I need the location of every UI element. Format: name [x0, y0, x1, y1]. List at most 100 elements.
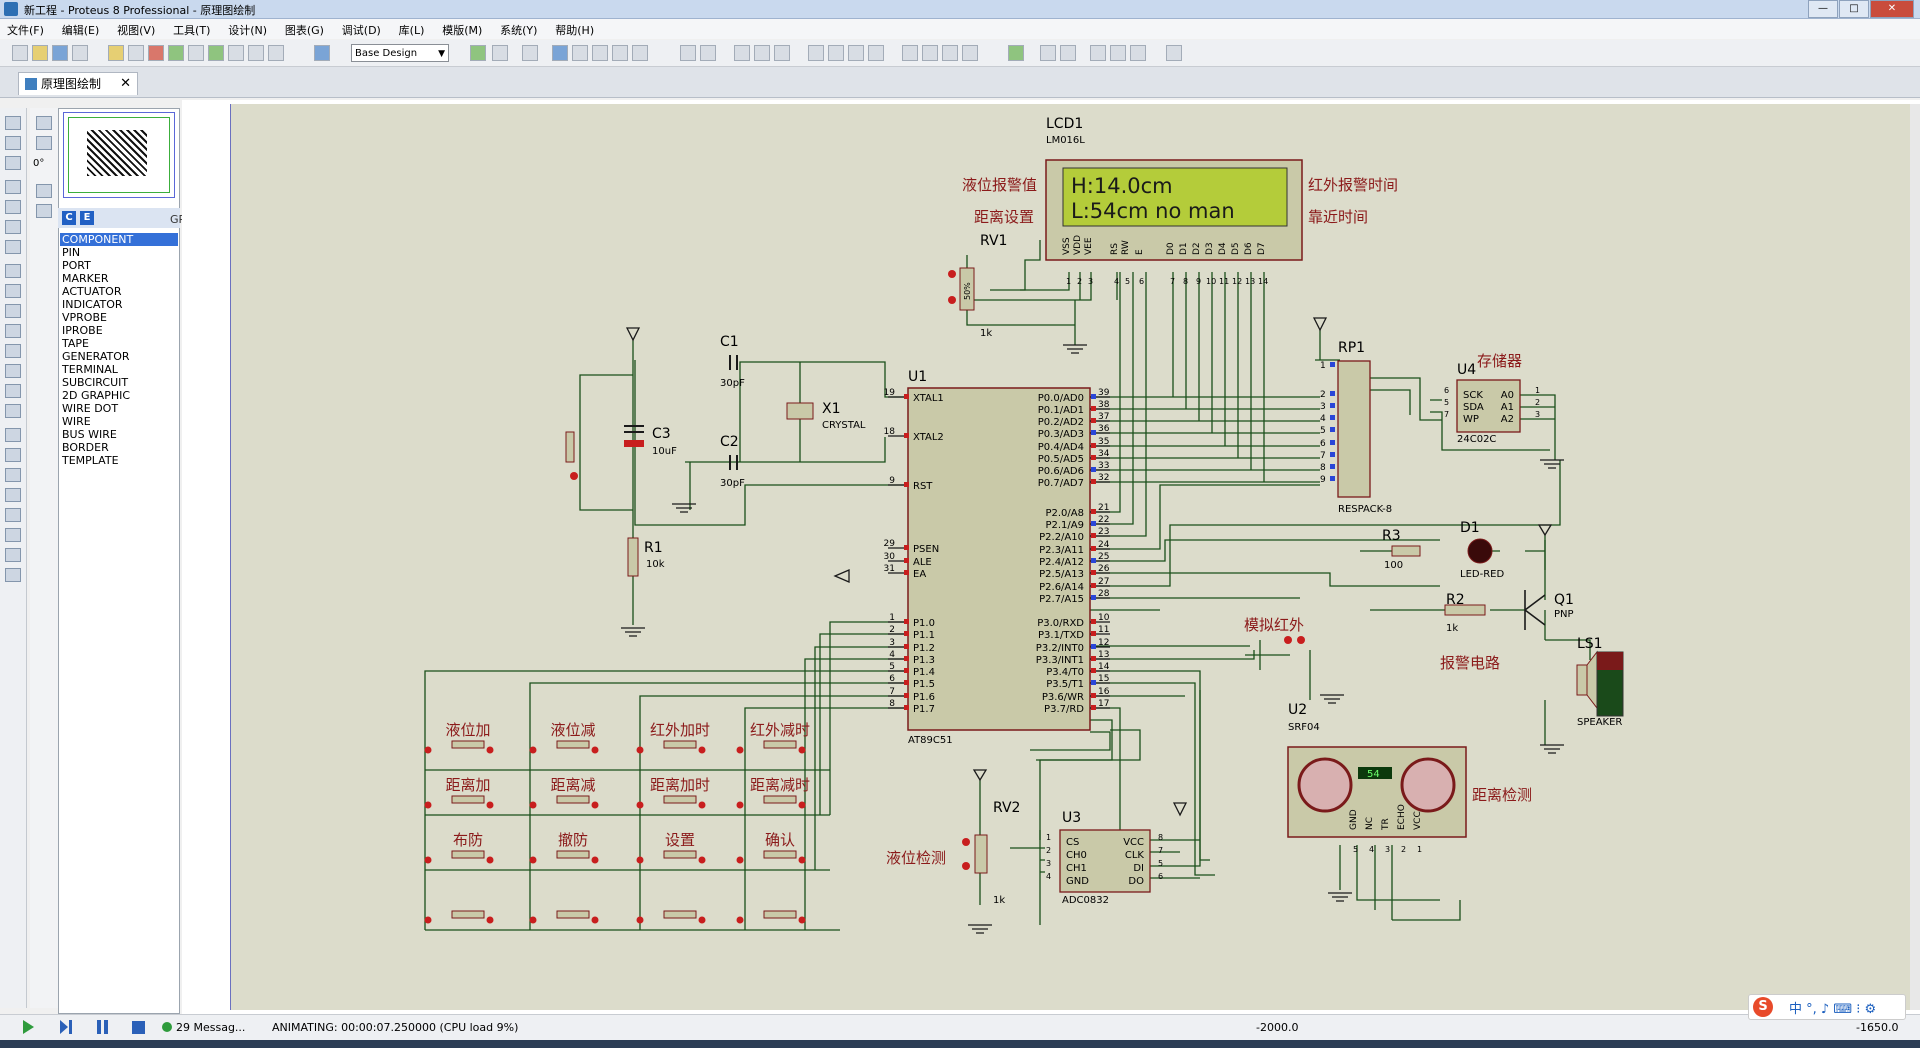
pan-icon[interactable] [552, 45, 568, 61]
zoom-area-icon[interactable] [632, 45, 648, 61]
key-button-dot[interactable] [424, 746, 432, 754]
key-button[interactable] [763, 910, 797, 919]
key-button-dot[interactable] [486, 856, 494, 864]
key-button-dot[interactable] [486, 746, 494, 754]
menu-view[interactable]: 视图(V) [117, 24, 156, 37]
copy-icon[interactable] [754, 45, 770, 61]
menu-tools[interactable]: 工具(T) [173, 24, 211, 37]
key-button-dot[interactable] [486, 916, 494, 924]
key-button-dot[interactable] [736, 801, 744, 809]
redo-icon[interactable] [700, 45, 716, 61]
list-item[interactable]: WIRE DOT [62, 402, 119, 415]
play-icon[interactable] [20, 1018, 36, 1036]
key-button-dot[interactable] [698, 801, 706, 809]
virtual-instrument-icon[interactable] [5, 404, 21, 418]
pause-icon[interactable] [94, 1018, 110, 1036]
device-pin-icon[interactable] [5, 284, 21, 298]
maximize-button[interactable]: □ [1839, 0, 1869, 18]
box-icon[interactable] [5, 448, 21, 462]
key-button[interactable] [663, 850, 697, 859]
junction-dot-icon[interactable] [5, 156, 21, 170]
key-button-dot[interactable] [529, 746, 537, 754]
undo-icon[interactable] [680, 45, 696, 61]
ime-toolbar[interactable]: S 中 °, ♪ ⌨ ⁝ ⚙ [1748, 994, 1906, 1020]
circle-icon[interactable] [5, 468, 21, 482]
list-item[interactable]: IPROBE [62, 324, 103, 337]
list-item[interactable]: TAPE [62, 337, 89, 350]
block-delete-icon[interactable] [868, 45, 884, 61]
marker-icon[interactable] [5, 568, 21, 582]
list-item[interactable]: BUS WIRE [62, 428, 117, 441]
rv2-body[interactable] [974, 834, 988, 874]
key-button[interactable] [663, 740, 697, 749]
key-button-dot[interactable] [736, 746, 744, 754]
cut-icon[interactable] [734, 45, 750, 61]
make-device-icon[interactable] [922, 45, 938, 61]
rv1-down-button[interactable] [948, 296, 956, 304]
refresh-icon[interactable] [470, 45, 486, 61]
key-button[interactable] [663, 795, 697, 804]
mirror-y-icon[interactable] [36, 204, 52, 218]
packaging-tool-icon[interactable] [962, 45, 978, 61]
menu-graph[interactable]: 图表(G) [284, 24, 324, 37]
list-item[interactable]: TERMINAL [62, 363, 118, 376]
key-button[interactable] [556, 850, 590, 859]
list-item[interactable]: PIN [62, 246, 81, 259]
key-button-dot[interactable] [736, 856, 744, 864]
list-item[interactable]: TEMPLATE [62, 454, 119, 467]
e-button[interactable]: E [80, 211, 94, 225]
key-button[interactable] [556, 795, 590, 804]
pick-device-icon[interactable] [902, 45, 918, 61]
graph-icon[interactable] [5, 304, 21, 318]
rv1-body[interactable] [959, 267, 975, 311]
tab-close-icon[interactable]: ✕ [120, 76, 131, 91]
key-button-dot[interactable] [529, 916, 537, 924]
generator-icon[interactable] [5, 344, 21, 358]
zoom-out-icon[interactable] [592, 45, 608, 61]
pcb-icon[interactable] [148, 45, 164, 61]
key-button-dot[interactable] [424, 856, 432, 864]
menu-library[interactable]: 库(L) [398, 24, 425, 37]
new-file-icon[interactable] [12, 45, 28, 61]
terminal-icon[interactable] [5, 264, 21, 278]
source-code-icon[interactable] [228, 45, 244, 61]
key-button-dot[interactable] [798, 801, 806, 809]
menu-template[interactable]: 模版(M) [442, 24, 483, 37]
list-item[interactable]: 2D GRAPHIC [62, 389, 131, 402]
3d-view-icon[interactable] [168, 45, 184, 61]
remove-sheet-icon[interactable] [1110, 45, 1126, 61]
save-icon[interactable] [52, 45, 68, 61]
new-sheet-icon[interactable] [1090, 45, 1106, 61]
current-probe-icon[interactable] [5, 384, 21, 398]
key-button[interactable] [451, 910, 485, 919]
notes-icon[interactable] [268, 45, 284, 61]
key-button-dot[interactable] [529, 856, 537, 864]
u1-body[interactable] [907, 387, 1091, 731]
list-item[interactable]: GENERATOR [62, 350, 130, 363]
step-icon[interactable] [58, 1018, 74, 1036]
tape-recorder-icon[interactable] [5, 324, 21, 338]
bom-icon[interactable] [208, 45, 224, 61]
ir-switch-button[interactable] [1284, 636, 1292, 644]
decompose-icon[interactable] [942, 45, 958, 61]
key-button-dot[interactable] [636, 856, 644, 864]
bus-icon[interactable] [5, 220, 21, 234]
key-button[interactable] [763, 740, 797, 749]
key-button[interactable] [451, 850, 485, 859]
selection-mode-icon[interactable] [5, 116, 21, 130]
list-item[interactable]: MARKER [62, 272, 109, 285]
block-copy-icon[interactable] [808, 45, 824, 61]
zoom-in-icon[interactable] [572, 45, 588, 61]
key-button-dot[interactable] [591, 916, 599, 924]
list-item[interactable]: INDICATOR [62, 298, 123, 311]
key-button-dot[interactable] [529, 801, 537, 809]
close-button[interactable]: ✕ [1870, 0, 1914, 18]
subcircuit-icon[interactable] [5, 240, 21, 254]
rv2-down-button[interactable] [962, 862, 970, 870]
help-icon[interactable] [314, 45, 330, 61]
rv1-up-button[interactable] [948, 270, 956, 278]
key-button-dot[interactable] [736, 916, 744, 924]
key-button-dot[interactable] [636, 801, 644, 809]
key-button-dot[interactable] [798, 746, 806, 754]
